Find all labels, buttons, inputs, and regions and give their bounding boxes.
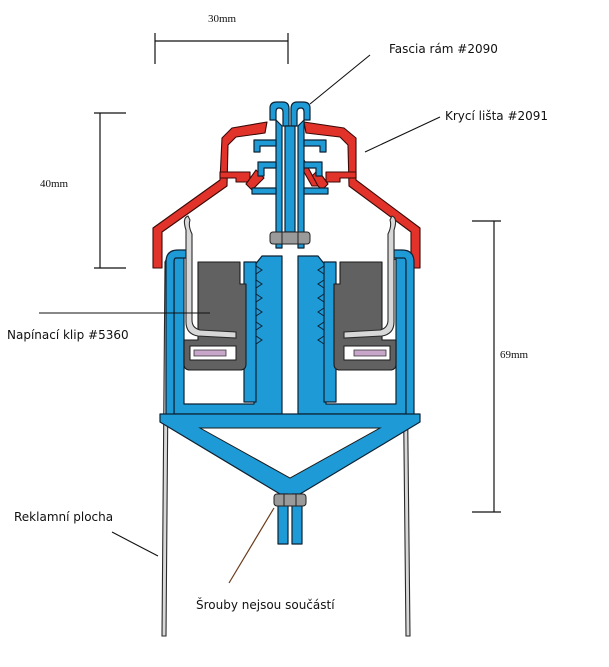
callout-screws: Šrouby nejsou součástí (196, 507, 335, 612)
callout-advertising-surface: Reklamní plocha (14, 510, 159, 557)
dimension-right-label: 69mm (500, 349, 529, 361)
advertising-surface-label: Reklamní plocha (14, 510, 113, 524)
screws-note-label: Šrouby nejsou součástí (196, 597, 335, 612)
rib-teeth-right (317, 265, 325, 345)
callout-cover-strip: Krycí lišta #2091 (364, 109, 548, 153)
dimension-left-label: 40mm (40, 178, 69, 190)
rib-teeth-left (255, 265, 263, 345)
callout-tension-clip: Napínací klip #5360 (7, 312, 210, 342)
dimension-top-30mm: 30mm (154, 13, 289, 64)
dimension-top-label: 30mm (208, 13, 237, 25)
screw-upper (269, 231, 311, 245)
cover-strip-label: Krycí lišta #2091 (445, 109, 548, 123)
screw-lower (273, 493, 307, 507)
dimension-right-69mm: 69mm (472, 220, 529, 513)
tension-clip-right (333, 215, 397, 371)
tension-clip-left (183, 215, 247, 371)
fascia-frame-label: Fascia rám #2090 (389, 42, 498, 56)
callout-fascia-frame: Fascia rám #2090 (309, 42, 498, 105)
tension-clip-label: Napínací klip #5360 (7, 328, 129, 342)
dimension-left-40mm: 40mm (40, 112, 126, 269)
